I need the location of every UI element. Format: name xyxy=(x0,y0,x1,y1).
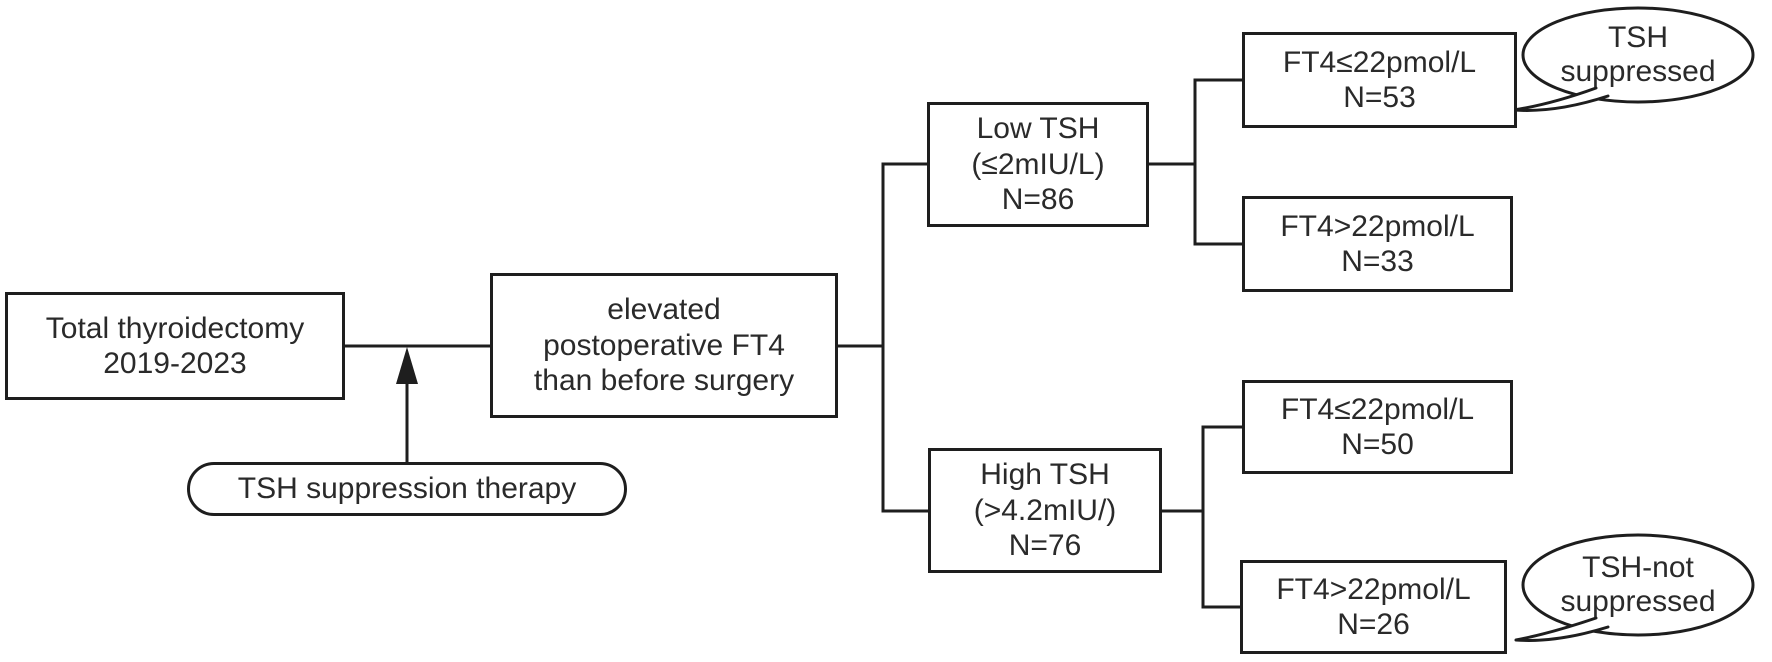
connector-high-ft4-branch xyxy=(1201,425,1242,609)
callout-tsh-suppressed-bubble xyxy=(1512,6,1755,112)
connector-low-ft4-branch xyxy=(1193,78,1242,246)
node-low-ft4-gt22-label: FT4>22pmol/L N=33 xyxy=(1280,209,1475,278)
node-low-tsh-label: Low TSH (≤2mIU/L) N=86 xyxy=(971,112,1105,217)
callout-tsh-not-suppressed-bubble xyxy=(1514,533,1755,642)
node-high-ft4-le22: FT4≤22pmol/L N=50 xyxy=(1242,380,1513,474)
node-high-ft4-gt22: FT4>22pmol/L N=26 xyxy=(1240,560,1507,654)
callout-tsh-not-suppressed-label: TSH-not suppressed xyxy=(1560,550,1716,619)
node-high-tsh-label: High TSH (>4.2mIU/) N=76 xyxy=(973,458,1117,563)
node-high-ft4-le22-label: FT4≤22pmol/L N=50 xyxy=(1280,392,1475,461)
connector-tsh-branch xyxy=(881,162,928,513)
callout-tsh-suppressed-label: TSH suppressed xyxy=(1560,20,1716,89)
node-total-thyroidectomy: Total thyroidectomy 2019-2023 xyxy=(5,292,345,400)
node-low-ft4-gt22: FT4>22pmol/L N=33 xyxy=(1242,196,1513,292)
node-tsh-suppression-therapy-label: TSH suppression therapy xyxy=(237,472,577,506)
arrow-head-icon xyxy=(396,347,418,384)
node-total-thyroidectomy-label: Total thyroidectomy 2019-2023 xyxy=(45,311,305,380)
node-low-tsh: Low TSH (≤2mIU/L) N=86 xyxy=(927,102,1149,227)
node-tsh-suppression-therapy: TSH suppression therapy xyxy=(187,462,627,516)
node-elevated-postop-ft4-label: elevated postoperative FT4 than before s… xyxy=(533,293,795,398)
node-high-ft4-gt22-label: FT4>22pmol/L N=26 xyxy=(1276,572,1471,641)
node-elevated-postop-ft4: elevated postoperative FT4 than before s… xyxy=(490,273,838,418)
node-high-tsh: High TSH (>4.2mIU/) N=76 xyxy=(928,448,1162,573)
node-low-ft4-le22: FT4≤22pmol/L N=53 xyxy=(1242,32,1517,128)
node-low-ft4-le22-label: FT4≤22pmol/L N=53 xyxy=(1282,45,1477,114)
